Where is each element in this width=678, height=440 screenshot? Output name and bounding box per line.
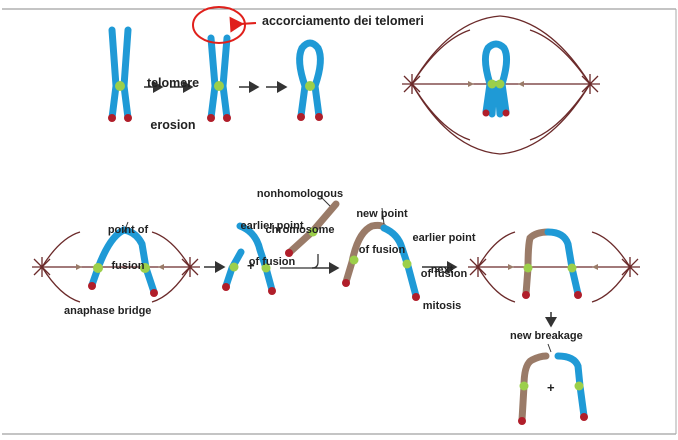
new-point-pointer [381,207,385,225]
spindle-bottom-left [32,231,200,303]
highlight-circle [192,6,246,44]
earlier-point-a-line-1: earlier point [240,220,304,232]
annotation-arrow [229,16,257,33]
earlier-point-a-line-2: of fusion [248,256,296,268]
next-mitosis-label: next mitosis [420,240,464,324]
broken-fragments [222,222,276,295]
new-fused-chromosome [342,207,420,301]
annotation-label: accorciamento dei telomeri [262,14,424,28]
spindle-top [402,15,600,155]
fusion-pointer [123,221,129,233]
point-of-fusion-line-2: fusion [111,260,145,272]
point-of-fusion-label: point of fusion [98,200,158,284]
point-of-fusion-line-1: point of [107,224,149,236]
breakage-pointer [547,343,552,353]
nonhomologous-pointer [319,195,331,207]
spindle-bottom-right [468,231,640,303]
earlier-point-label-a: earlier point of fusion [232,196,312,280]
chromosome-dicentric-top [468,40,524,118]
plus-sign-2: + [547,380,555,395]
earlier-point-b-line-2: of fusion [420,268,468,280]
chromosome-normal [108,26,132,122]
plus-sign-1: + [247,258,255,273]
chromosome-fused [296,39,324,121]
final-fragments [518,343,588,425]
new-point-line-1: new point [356,208,408,220]
dicentric-chromosome-bottom [508,228,598,299]
nonhomologous-line-2: chromosome [265,224,335,236]
anaphase-chromosome [76,221,164,297]
nonhomologous-line-1: nonhomologous [256,188,344,200]
telomere-erosion-line-1: telomere [146,76,200,90]
earlier-point-label-b: earlier point of fusion [404,208,484,292]
new-breakage-label: new breakage [510,330,583,342]
nonhomologous-label: nonhomologous chromosome [250,164,350,248]
anaphase-bridge-label: anaphase bridge [64,305,152,317]
nonhomologous-chromosome [285,195,340,257]
new-point-label: new point of fusion [350,184,414,268]
new-point-line-2: of fusion [358,244,406,256]
next-mitosis-line-1: next [430,264,454,276]
telomere-erosion-line-2: erosion [150,118,196,132]
earlier-point-b-line-1: earlier point [412,232,476,244]
chromosome-eroded [207,34,231,122]
telomere-erosion-label: telomere erosion [140,48,206,146]
next-mitosis-line-2: mitosis [422,300,462,312]
